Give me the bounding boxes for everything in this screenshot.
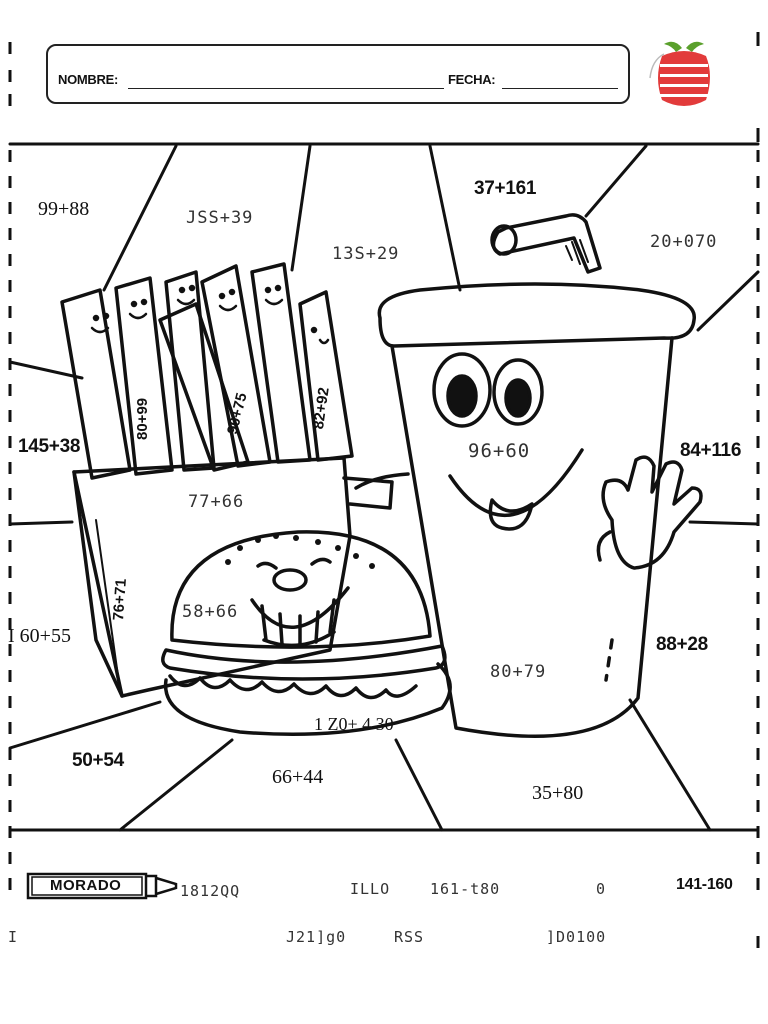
apple-stack-icon (649, 41, 710, 106)
key-value: 161-t80 (430, 880, 501, 898)
key-value: J21]g0 (286, 928, 347, 946)
crayon-color-label: MORADO (50, 877, 122, 894)
problem-label: I 60+55 (8, 625, 71, 647)
problem-label: 88+28 (656, 634, 708, 655)
key-value: RSS (394, 928, 425, 946)
header-box (46, 44, 630, 104)
problem-label: 13S+29 (332, 244, 400, 264)
problem-label: JSS+39 (186, 208, 254, 228)
key-value: 0 (596, 880, 607, 898)
problem-label: 58+66 (182, 602, 239, 622)
problem-label: 99+88 (38, 198, 90, 220)
key-value: ]D0100 (546, 928, 607, 946)
name-field[interactable] (128, 88, 444, 89)
key-value: I (8, 928, 19, 946)
problem-label: 20+070 (650, 232, 718, 252)
date-field[interactable] (502, 88, 618, 89)
key-value: 1812QQ (180, 882, 241, 900)
key-value: ILLO (350, 880, 391, 898)
problem-label: 1 Z0+ 4 30 (314, 714, 394, 734)
problem-label: 145+38 (18, 436, 81, 457)
problem-label: 35+80 (532, 782, 584, 804)
problem-label: 80+79 (490, 662, 547, 682)
problem-label: 76+71 (110, 577, 130, 622)
problem-label: 66+44 (272, 766, 324, 788)
date-label: FECHA: (448, 72, 496, 87)
problem-label: 37+161 (474, 178, 537, 199)
name-label: NOMBRE: (58, 72, 119, 87)
key-value: 141-160 (676, 876, 733, 893)
problem-label: 96+60 (468, 440, 531, 462)
problem-label: 77+66 (188, 492, 245, 512)
crayon-icon (26, 872, 178, 900)
problem-label: 50+54 (72, 750, 124, 771)
problem-label: 84+116 (680, 440, 742, 461)
problem-label: 80+99 (134, 397, 151, 440)
